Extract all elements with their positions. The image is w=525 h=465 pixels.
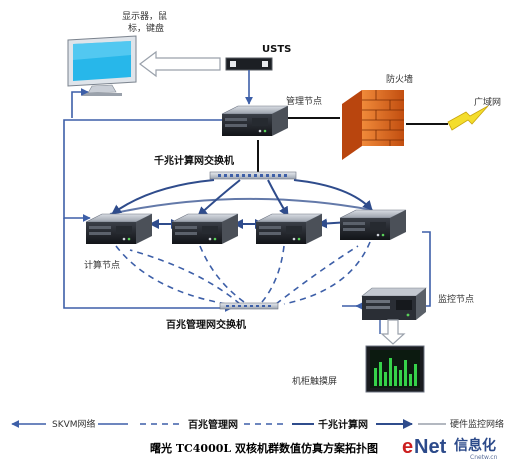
logo-e: e <box>402 436 413 458</box>
fast-switch-device <box>219 302 279 310</box>
logo-sub: Cnetw.cn <box>470 454 498 461</box>
compute-node-label: 计算节点 <box>84 259 120 271</box>
firewall-icon <box>342 90 404 160</box>
hardware-monitoring-link <box>379 319 406 345</box>
usts-device <box>225 57 273 71</box>
wan-lightning-icon <box>447 105 489 131</box>
fast-management-links <box>115 241 371 305</box>
logo-net: Net <box>414 436 447 458</box>
enet-logo: e Net 信息化 Cnetw.cn <box>402 436 498 461</box>
touch-screen-label: 机柜触摸屏 <box>292 375 337 387</box>
wan-label: 广域网 <box>474 96 501 108</box>
legend-gigabit-net-label: 千兆计算网 <box>318 418 368 431</box>
firewall-label: 防火墙 <box>386 73 413 85</box>
legend-hw-monitor-label: 硬件监控网络 <box>450 418 504 430</box>
monitor-label-line1: 显示器，鼠 <box>122 10 167 22</box>
logo-cn: 信息化 <box>454 437 496 454</box>
management-node-server <box>221 105 289 137</box>
gigabit-switch-label: 千兆计算网交换机 <box>154 154 234 167</box>
compute-node-3 <box>255 213 323 245</box>
usts-to-monitor-arrow <box>139 50 221 78</box>
usts-label: USTS <box>262 44 291 55</box>
legend-fast-net-label: 百兆管理网 <box>188 418 238 431</box>
monitoring-node-label: 监控节点 <box>438 293 474 305</box>
legend-skvm-label: SKVM网络 <box>52 418 96 430</box>
diagram-caption: 曙光 TC4000L 双核机群数值仿真方案拓扑图 <box>150 441 378 455</box>
fast-switch-label: 百兆管理网交换机 <box>166 318 246 331</box>
monitoring-node-device <box>361 287 427 320</box>
gigabit-network-links <box>109 179 373 229</box>
touch-screen-device <box>365 345 425 393</box>
gigabit-switch-device <box>209 171 297 180</box>
compute-node-2 <box>171 213 239 245</box>
monitor-icon <box>67 35 137 96</box>
compute-node-1 <box>85 213 153 245</box>
monitor-label-line2: 标，键盘 <box>128 22 164 34</box>
management-node-label: 管理节点 <box>286 95 322 107</box>
legend: SKVM网络 百兆管理网 千兆计算网 硬件监控网络 <box>11 418 504 431</box>
compute-node-4 <box>339 209 407 241</box>
mgmt-firewall-link <box>288 117 448 125</box>
